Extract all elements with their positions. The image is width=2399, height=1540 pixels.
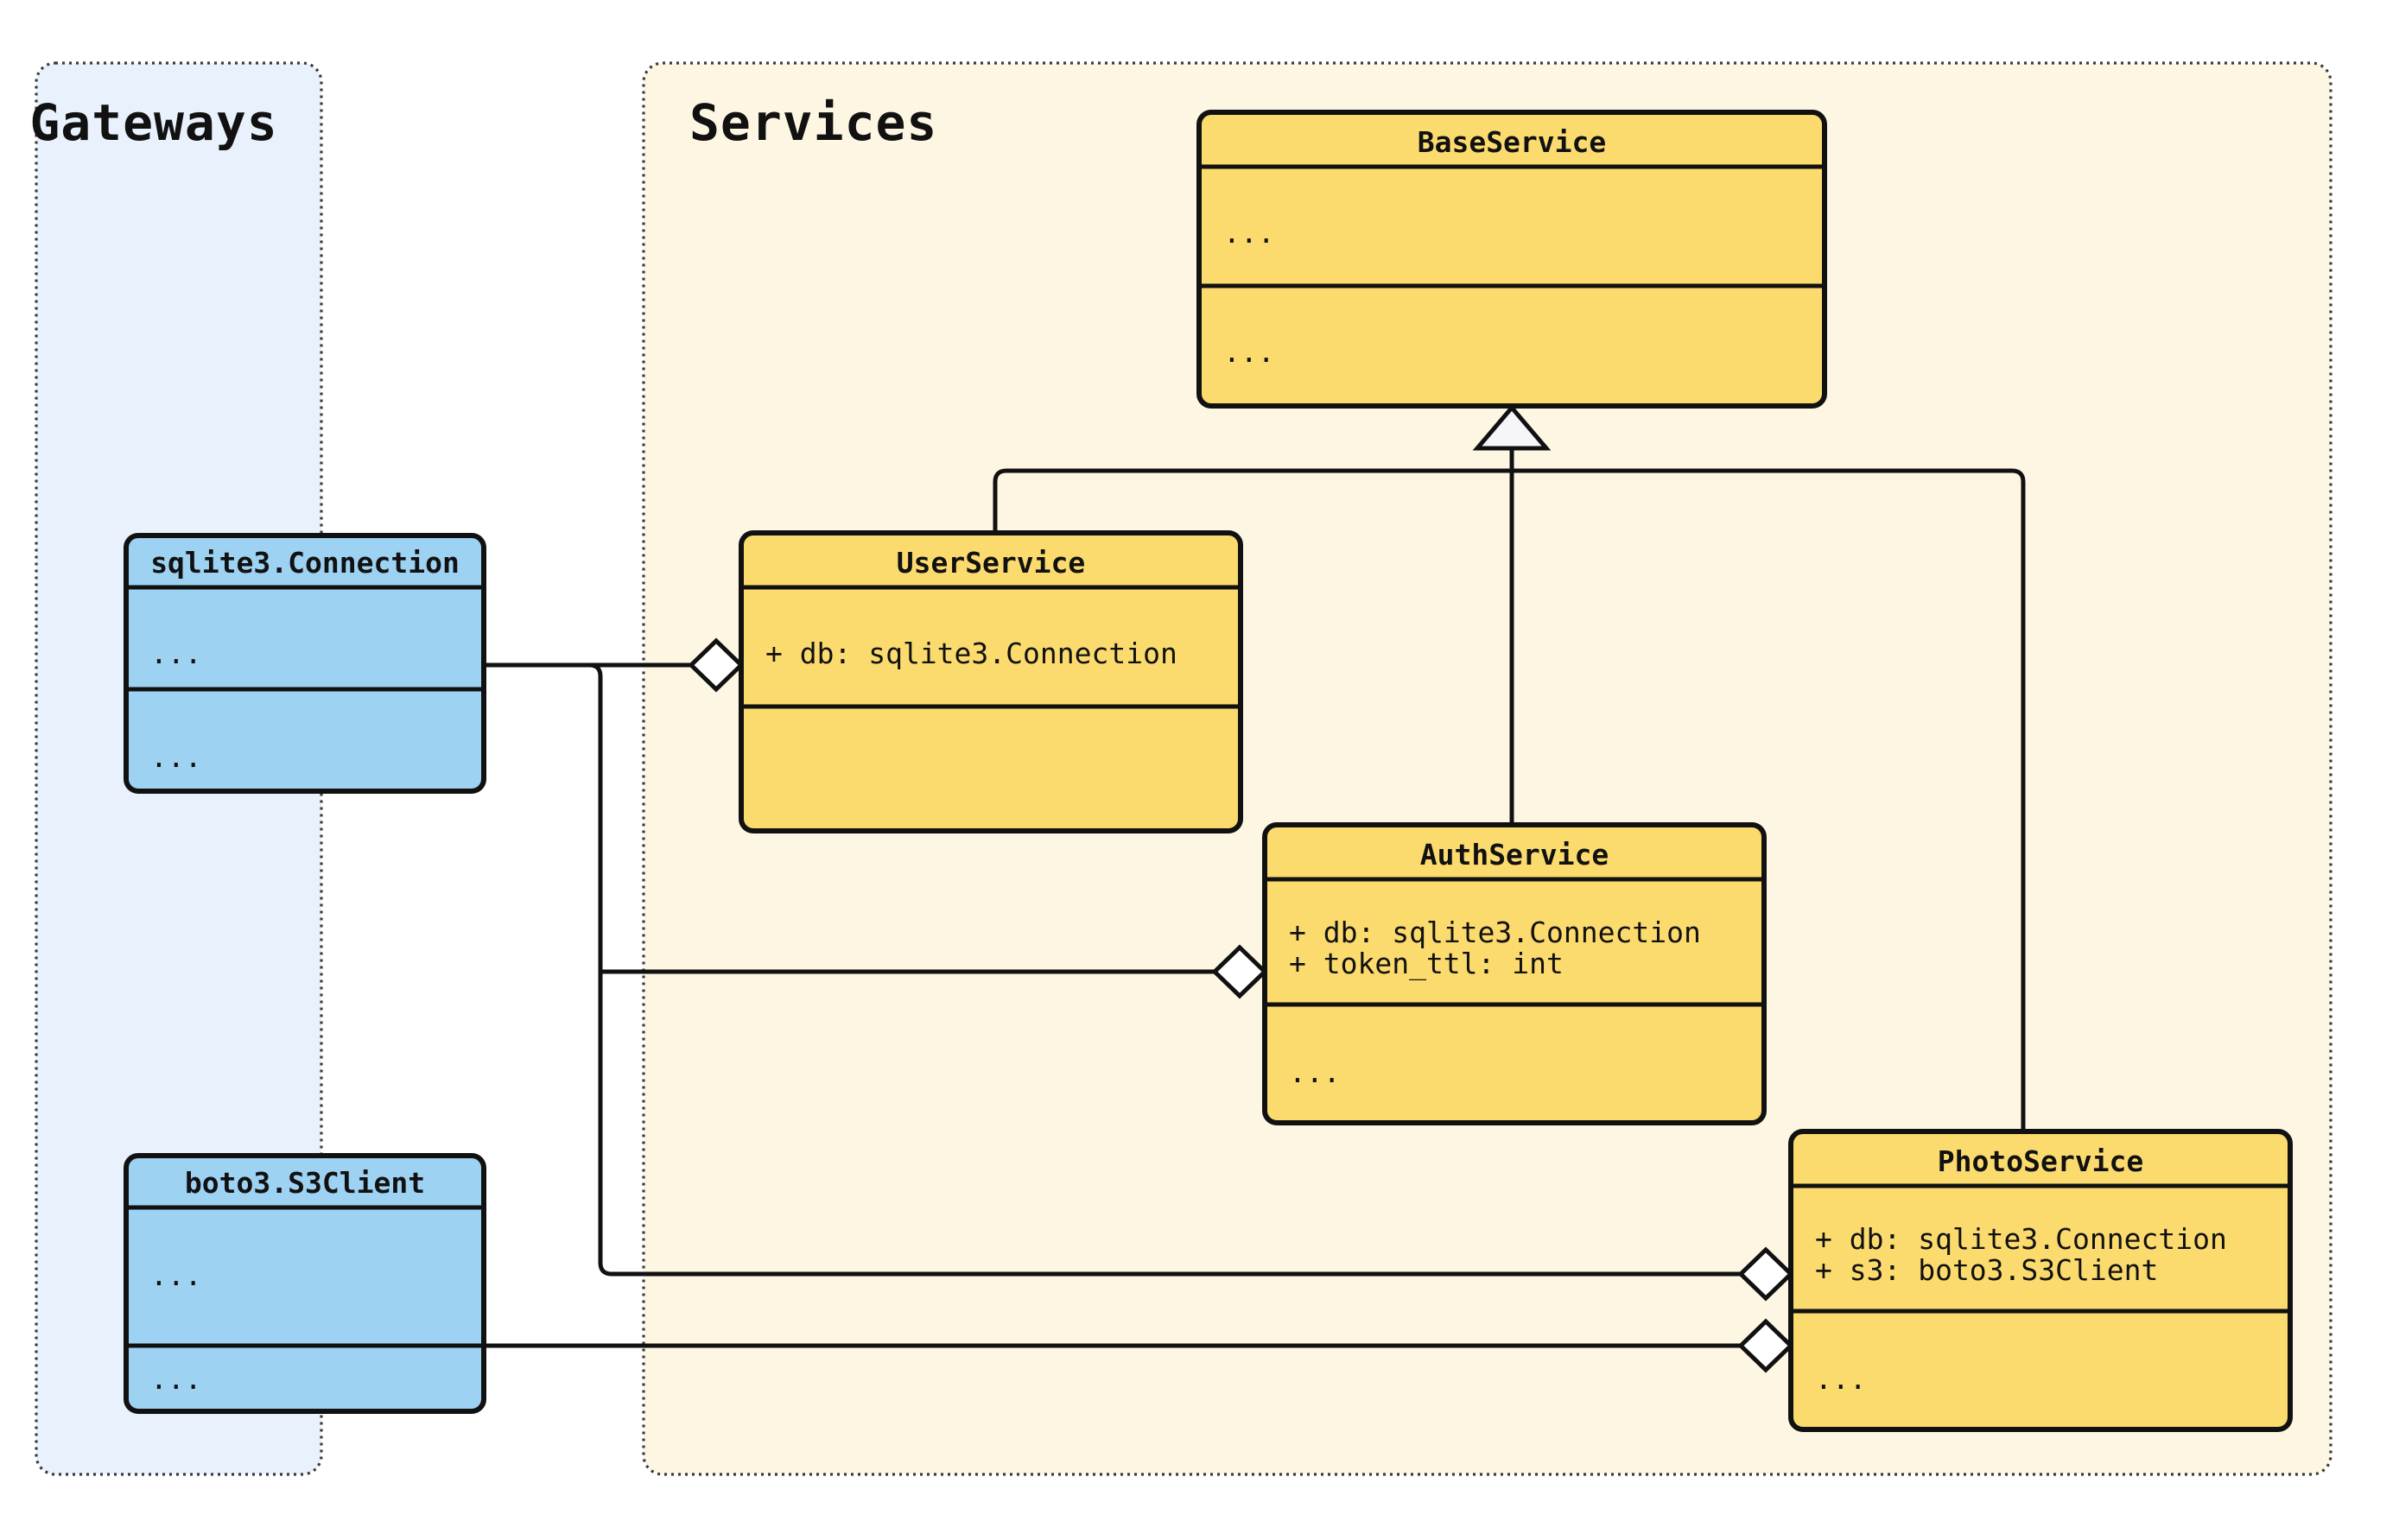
class-attribute-base-service-0: ...: [1223, 216, 1275, 250]
class-title-user-service: UserService: [897, 546, 1086, 580]
class-box-photo-service[interactable]: PhotoService + db: sqlite3.Connection + …: [1788, 1129, 2293, 1432]
class-attribute-auth-service-0: + db: sqlite3.Connection: [1289, 916, 1701, 949]
class-title-boto3-s3client: boto3.S3Client: [185, 1166, 425, 1200]
class-attribute-user-service-0: + db: sqlite3.Connection: [765, 637, 1177, 670]
class-attribute-auth-service-1: + token_ttl: int: [1289, 947, 1564, 981]
class-title-photo-service: PhotoService: [1938, 1144, 2143, 1178]
class-box-auth-service[interactable]: AuthService + db: sqlite3.Connection + t…: [1262, 822, 1767, 1125]
class-method-boto3-s3client-0: ...: [150, 1362, 202, 1396]
package-services-title: Services: [689, 93, 937, 152]
class-attribute-photo-service-0: + db: sqlite3.Connection: [1815, 1222, 2227, 1256]
class-frame-base-service: [1196, 110, 1827, 409]
class-method-photo-service-0: ...: [1815, 1362, 1867, 1396]
class-box-user-service[interactable]: UserService + db: sqlite3.Connection: [739, 530, 1243, 833]
class-title-base-service: BaseService: [1418, 125, 1607, 159]
generalization-branch-photo-service: [1512, 468, 2026, 1131]
generalization-branch-user-service: [993, 468, 1512, 533]
class-box-base-service[interactable]: BaseService ... ...: [1196, 110, 1827, 409]
aggregation-boto3-to-photo-service[interactable]: [484, 1318, 1794, 1373]
class-frame-sqlite3-connection: [124, 533, 486, 794]
class-method-base-service-0: ...: [1223, 335, 1275, 369]
class-frame-user-service: [739, 530, 1243, 833]
class-box-sqlite3-connection[interactable]: sqlite3.Connection ... ...: [124, 533, 486, 794]
class-title-sqlite3-connection: sqlite3.Connection: [150, 546, 460, 580]
class-attribute-photo-service-1: + s3: boto3.S3Client: [1815, 1253, 2158, 1287]
class-attribute-sqlite3-connection-0: ...: [150, 637, 202, 670]
package-gateways-title: Gateways: [29, 93, 277, 152]
class-title-auth-service: AuthService: [1420, 838, 1609, 871]
generalization-tree[interactable]: [993, 404, 2026, 1131]
package-services-frame: [642, 61, 2332, 1476]
class-frame-auth-service: [1262, 822, 1767, 1125]
class-frame-photo-service: [1788, 1129, 2293, 1432]
package-services[interactable]: Services: [642, 61, 2332, 1476]
class-method-auth-service-0: ...: [1289, 1055, 1341, 1089]
class-box-boto3-s3client[interactable]: boto3.S3Client ... ...: [124, 1153, 486, 1414]
class-attribute-boto3-s3client-0: ...: [150, 1258, 202, 1292]
class-method-sqlite3-connection-0: ...: [150, 740, 202, 774]
